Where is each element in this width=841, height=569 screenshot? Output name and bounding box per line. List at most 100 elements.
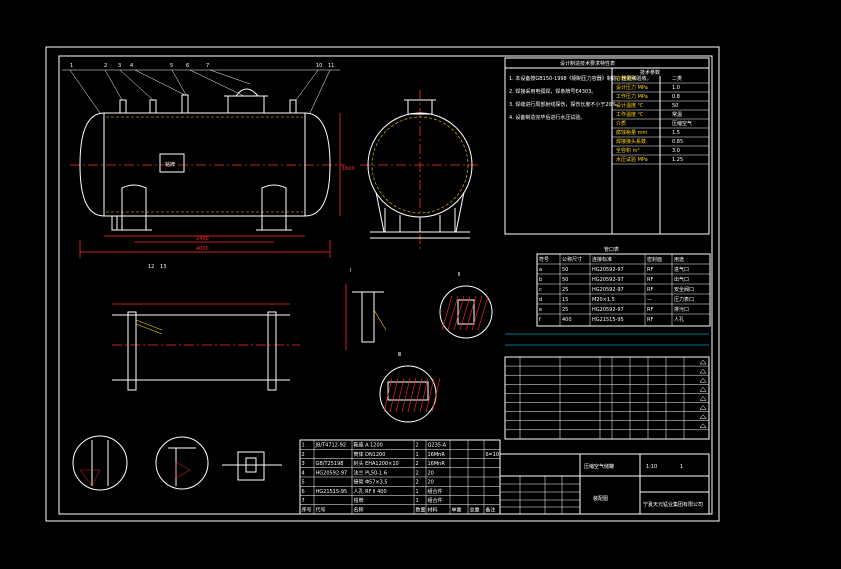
nozzle-cell: 出气口 [674, 276, 689, 283]
svg-text:12: 12 [148, 264, 154, 270]
nozzle-cell: 15 [562, 297, 568, 303]
title-block: 压缩空气储罐 装配图 1:10 1 宁夏天元锰业集团有限公司 [499, 453, 710, 515]
nozzle-cell: 25 [562, 307, 568, 313]
spec-note: 1. 本设备按GB150-1998《钢制压力容器》制造、检验和验收。 [509, 75, 652, 82]
detail-view-a [72, 435, 128, 491]
spec-param-value: 压缩空气 [672, 120, 692, 127]
detail-view-II: Ⅱ [439, 272, 493, 339]
nozzle-cell: M20×1.5 [592, 297, 615, 303]
equipment-name: 压缩空气储罐 [584, 463, 614, 470]
height-dim: 1600 [342, 166, 355, 172]
parts-header: 代号 [316, 506, 326, 513]
parts-cell: 7 [302, 498, 305, 504]
nozzle-cell: RF [647, 277, 653, 283]
revision-triangle-icon [699, 414, 707, 419]
parts-cell: 3 [302, 461, 305, 467]
svg-text:1: 1 [70, 63, 73, 69]
detail-view-III: Ⅲ [379, 352, 441, 423]
revision-triangle-icon [699, 368, 707, 374]
side-view [360, 90, 480, 250]
parts-header: 名称 [354, 506, 364, 513]
parts-cell: 20 [428, 480, 434, 486]
nozzle-cell: RF [647, 267, 653, 273]
revision-triangle-icon [699, 359, 707, 365]
parts-cell: GB/T25198 [316, 461, 344, 467]
spec-note: 2. 焊接采用电弧焊，焊条牌号E4303。 [509, 88, 596, 95]
parts-header: 总重 [470, 506, 480, 513]
spec-param-value: 0.85 [672, 139, 683, 145]
nozzle-cell: 50 [562, 267, 568, 273]
nozzle-table-title: 管口表 [604, 246, 619, 253]
revision-triangle-icon [699, 386, 707, 392]
parts-cell: 1 [302, 443, 305, 449]
nozzle-cell: 人孔 [674, 316, 684, 323]
parts-cell: 1 [416, 498, 419, 504]
nozzle-cell: 50 [562, 277, 568, 283]
spec-param-value: 1.25 [672, 157, 683, 163]
nozzle-cell: RF [647, 307, 653, 313]
nozzle-header: 公称尺寸 [562, 256, 582, 263]
spec-param-name: 工作压力 MPa [616, 93, 648, 100]
outer-border [45, 46, 720, 522]
parts-cell: 接管 Φ57×3.5 [354, 479, 388, 486]
nozzle-cell: HG20592-97 [592, 307, 624, 313]
spec-param-value: 0.8 [672, 94, 680, 100]
parts-cell: 2 [416, 470, 419, 476]
parts-cell: 铭牌 [354, 497, 364, 504]
parts-cell: 人孔 RF Ⅱ 400 [354, 488, 387, 495]
spec-param-value: 1.0 [672, 85, 680, 91]
detail-view-plate [112, 303, 300, 391]
detail-view-I: Ⅰ [345, 268, 387, 350]
nozzle-cell: f [539, 317, 541, 323]
detail-view-b [155, 436, 209, 490]
spec-note: 4. 设备制造完毕后进行水压试验。 [509, 114, 585, 121]
parts-cell: HG21515-95 [316, 489, 348, 495]
parts-cell: δ=10 [486, 452, 500, 458]
spec-param-value: 常温 [672, 111, 682, 118]
parts-cell: 2 [416, 461, 419, 467]
nozzle-cell: HG20592-97 [592, 277, 624, 283]
parts-cell: Q235-A [428, 443, 447, 449]
tech-spec-title: 设计制造技术要求特性表 [560, 60, 615, 67]
parts-cell: 法兰 PL50-1.6 [354, 469, 388, 476]
drawing-title: 装配图 [593, 495, 608, 502]
nozzle-header: 密封面 [647, 256, 662, 263]
parts-header: 备注 [486, 506, 496, 513]
svg-text:6: 6 [186, 63, 189, 69]
revision-triangle-icon [699, 405, 707, 410]
nozzle-cell: d [539, 297, 542, 303]
nozzle-cell: 400 [562, 317, 572, 323]
saddle-spacing-dim: 2400 [196, 236, 209, 242]
nozzle-header: 符号 [539, 256, 549, 263]
nozzle-cell: — [647, 297, 652, 303]
parts-cell: 封头 EHA1200×10 [354, 460, 399, 467]
detail-view-c [222, 451, 282, 481]
spec-param-name: 水压试验 MPa [616, 156, 648, 163]
parts-cell: 16MnR [428, 452, 446, 458]
revision-triangle-icon [699, 423, 707, 428]
parts-cell: 6 [302, 489, 305, 495]
scale: 1:10 [646, 464, 657, 470]
spec-note: 3. 焊缝进行局部射线探伤，探伤长度不小于20%。 [509, 101, 621, 108]
nozzle-cell: b [539, 277, 542, 283]
revision-triangle-icon [699, 395, 707, 401]
svg-text:13: 13 [160, 264, 166, 270]
parts-cell: 1 [416, 452, 419, 458]
spec-param-name: 设计温度 ℃ [616, 102, 644, 109]
spec-param-name: 全容积 m³ [616, 147, 639, 154]
spec-param-value: 3.0 [672, 148, 680, 154]
parts-cell: 20 [428, 470, 434, 476]
spec-param-value: 50 [672, 103, 678, 109]
svg-text:3: 3 [118, 63, 121, 69]
spec-param-name: 设计压力 MPa [616, 84, 648, 91]
svg-text:2: 2 [104, 63, 107, 69]
nozzle-cell: HG20592-97 [592, 287, 624, 293]
nozzle-cell: 安全阀口 [674, 286, 694, 293]
parts-header: 单重 [452, 506, 462, 513]
parts-cell: 组合件 [428, 488, 443, 495]
parts-cell: 组合件 [428, 497, 443, 504]
nozzle-cell: e [539, 307, 542, 313]
svg-text:10: 10 [316, 63, 322, 69]
